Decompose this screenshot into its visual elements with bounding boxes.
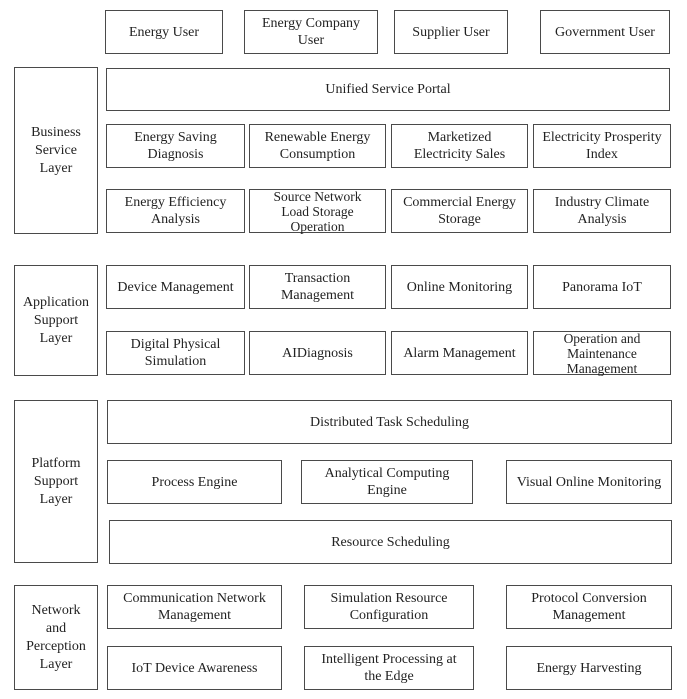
energy-efficiency-analysis-box: Energy Efficiency Analysis	[106, 189, 245, 233]
commercial-energy-storage-box: Commercial Energy Storage	[391, 189, 528, 233]
platform-support-layer-label: Platform Support Layer	[14, 400, 98, 563]
unified-service-portal-box: Unified Service Portal	[106, 68, 670, 111]
alarm-management-box: Alarm Management	[391, 331, 528, 375]
supplier-user-box: Supplier User	[394, 10, 508, 54]
energy-company-user-box: Energy Company User	[244, 10, 378, 54]
panorama-iot-box: Panorama IoT	[533, 265, 671, 309]
industry-climate-analysis-box: Industry Climate Analysis	[533, 189, 671, 233]
transaction-management-box: Transaction Management	[249, 265, 386, 309]
iot-device-awareness-box: IoT Device Awareness	[107, 646, 282, 690]
network-perception-layer-label: Network and Perception Layer	[14, 585, 98, 690]
visual-online-monitoring-box: Visual Online Monitoring	[506, 460, 672, 504]
online-monitoring-box: Online Monitoring	[391, 265, 528, 309]
marketized-electricity-sales-box: Marketized Electricity Sales	[391, 124, 528, 168]
application-support-layer-label: Application Support Layer	[14, 265, 98, 376]
digital-physical-simulation-box: Digital Physical Simulation	[106, 331, 245, 375]
process-engine-box: Process Engine	[107, 460, 282, 504]
operation-maintenance-management-box: Operation and Maintenance Management	[533, 331, 671, 376]
business-service-layer-label: Business Service Layer	[14, 67, 98, 234]
resource-scheduling-box: Resource Scheduling	[109, 520, 672, 564]
ai-diagnosis-box: AIDiagnosis	[249, 331, 386, 375]
energy-harvesting-box: Energy Harvesting	[506, 646, 672, 690]
energy-saving-diagnosis-box: Energy Saving Diagnosis	[106, 124, 245, 168]
device-management-box: Device Management	[106, 265, 245, 309]
protocol-conversion-management-box: Protocol Conversion Management	[506, 585, 672, 629]
intelligent-processing-edge-box: Intelligent Processing at the Edge	[304, 646, 474, 690]
analytical-computing-engine-box: Analytical Computing Engine	[301, 460, 473, 504]
energy-user-box: Energy User	[105, 10, 223, 54]
renewable-energy-consumption-box: Renewable Energy Consumption	[249, 124, 386, 168]
source-network-load-storage-operation-box: Source Network Load Storage Operation	[249, 189, 386, 234]
simulation-resource-configuration-box: Simulation Resource Configuration	[304, 585, 474, 629]
communication-network-management-box: Communication Network Management	[107, 585, 282, 629]
electricity-prosperity-index-box: Electricity Prosperity Index	[533, 124, 671, 168]
distributed-task-scheduling-box: Distributed Task Scheduling	[107, 400, 672, 444]
government-user-box: Government User	[540, 10, 670, 54]
